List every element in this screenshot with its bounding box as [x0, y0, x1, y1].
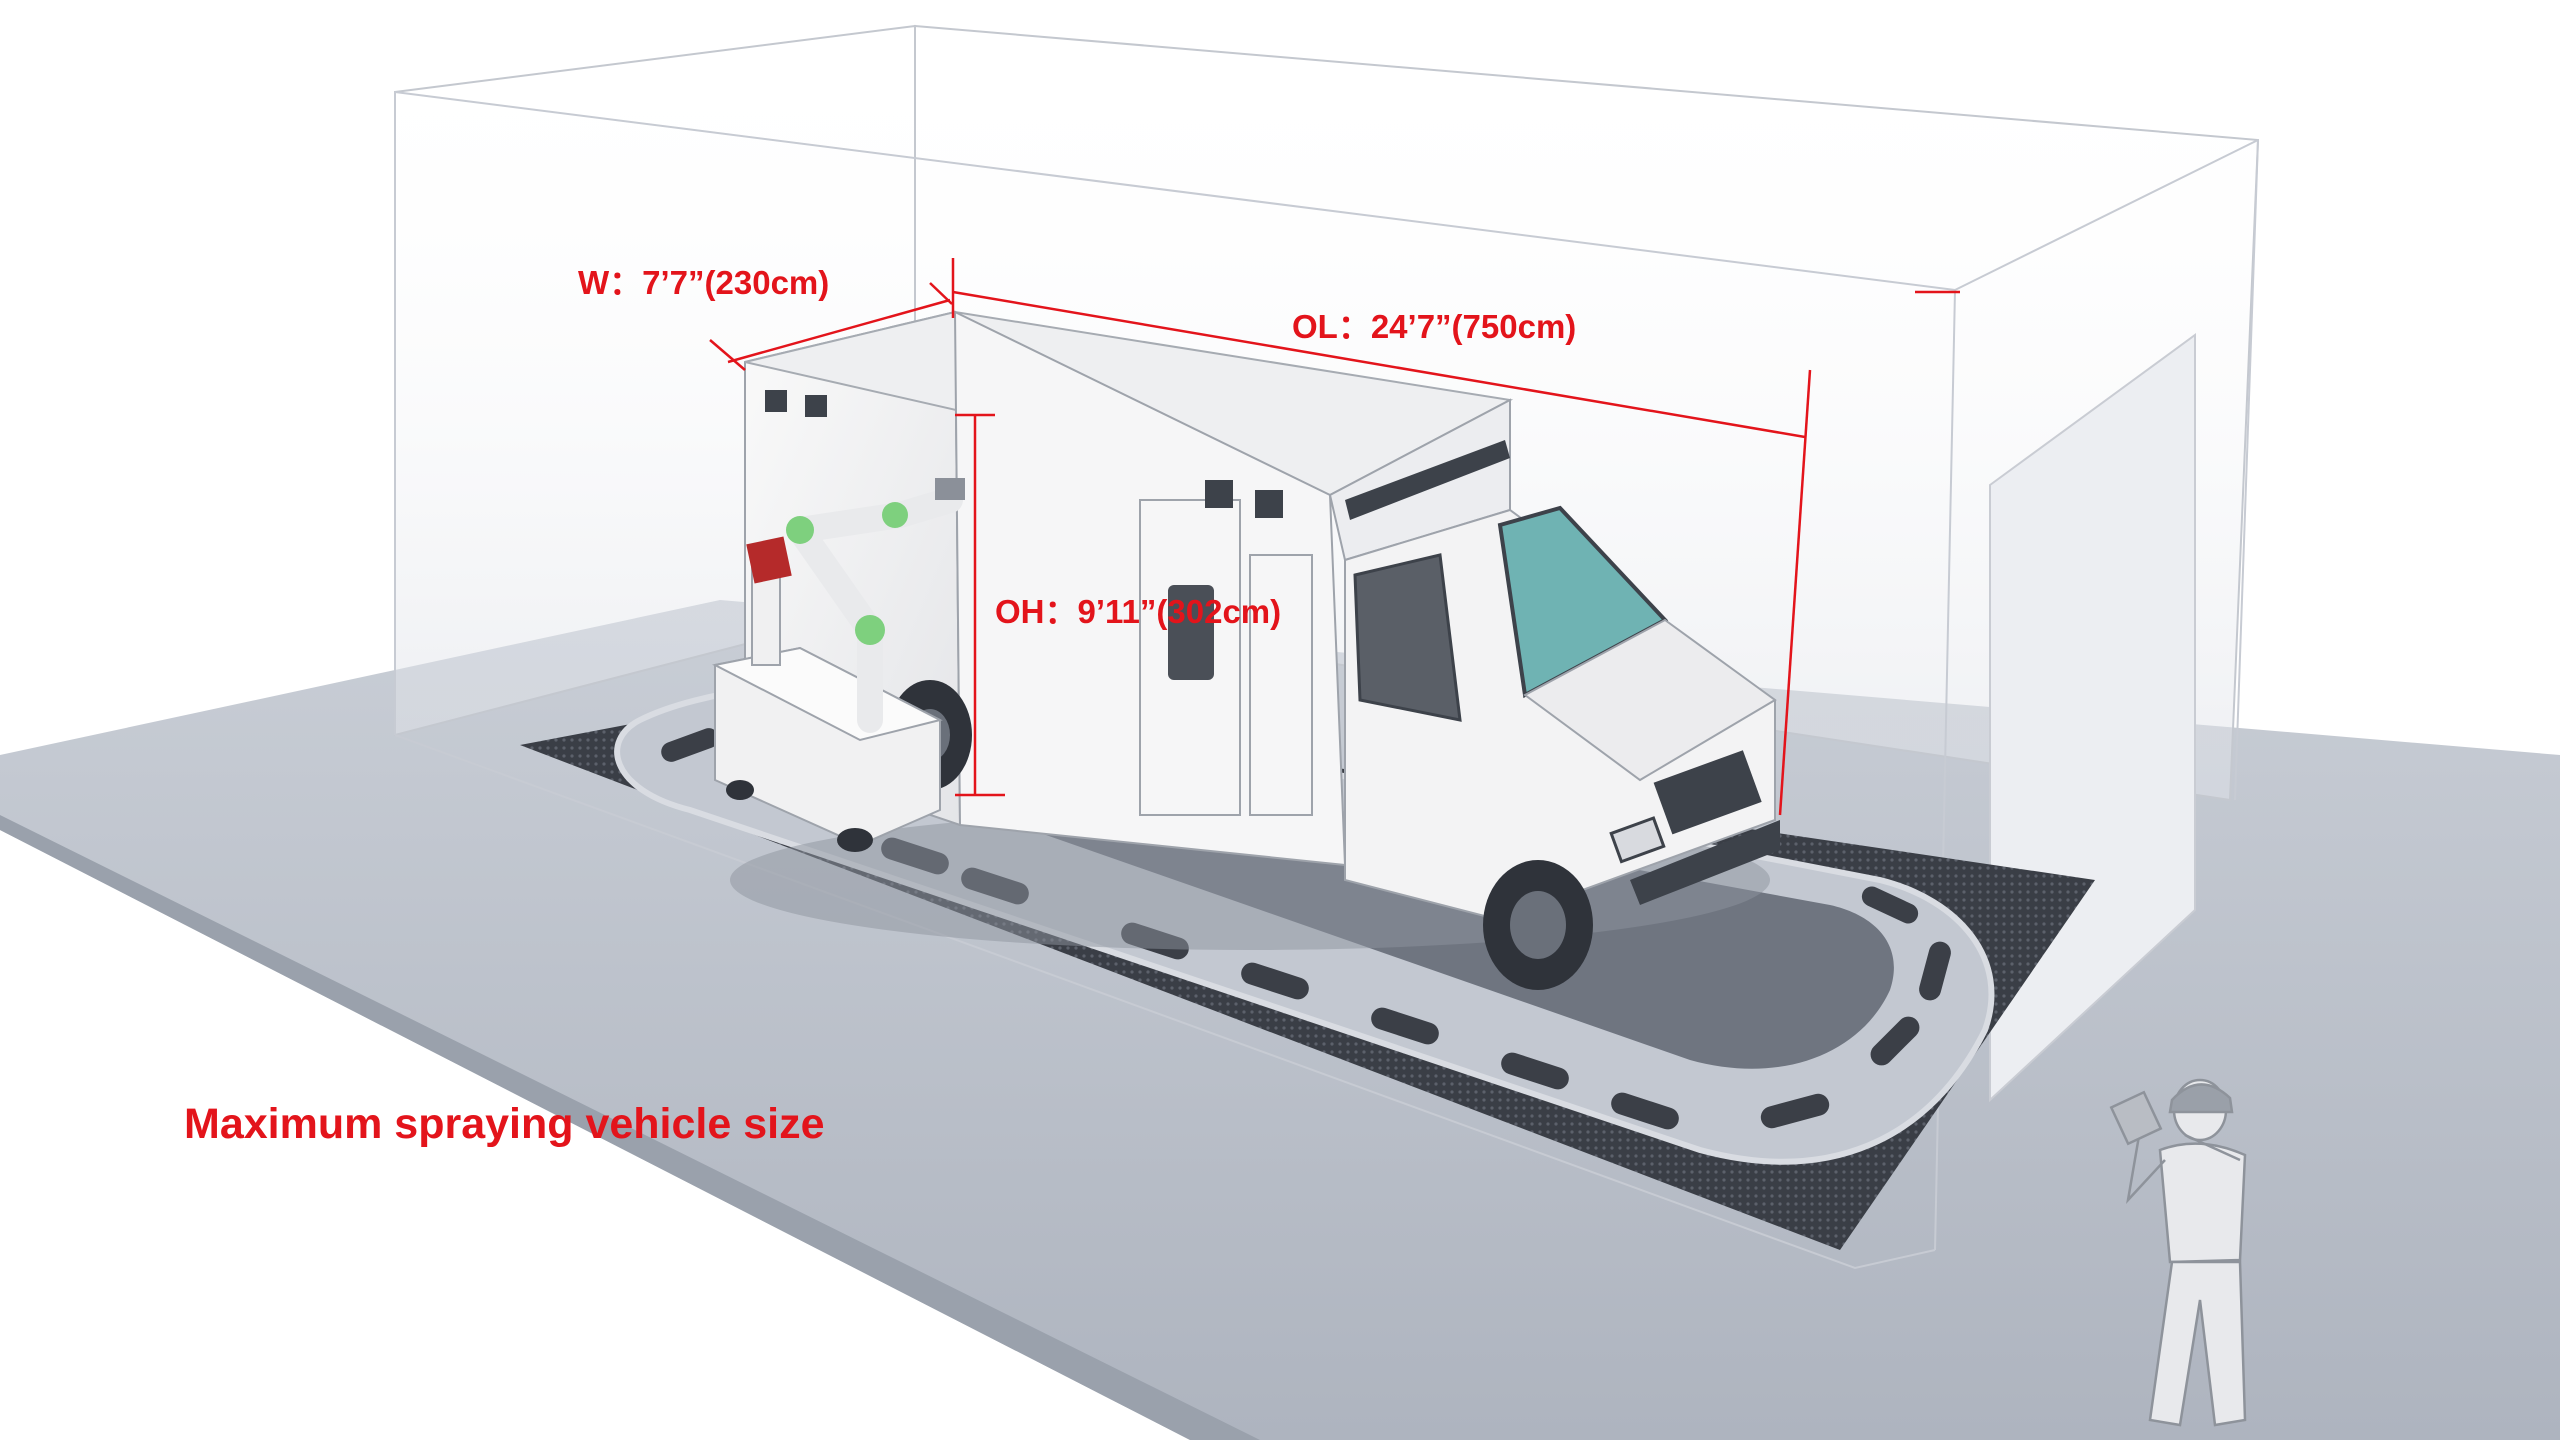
- dimension-lines: [709, 258, 1960, 816]
- floor-front-edge: [0, 815, 1260, 1440]
- cab-hood: [1523, 618, 1777, 782]
- truck-side-window: [1168, 585, 1214, 680]
- length-dimension-line: [952, 290, 1806, 439]
- width-tick-left: [709, 339, 746, 371]
- width-dimension-label: W：7’7”(230cm): [578, 264, 830, 301]
- side-vent-2: [1255, 490, 1283, 518]
- operator-tablet: [2109, 1090, 2163, 1146]
- truck-bumper: [1630, 820, 1780, 905]
- ambulance-box-truck: [730, 310, 1780, 990]
- height-dimension-label: OH：9’11”(302cm): [995, 593, 1282, 630]
- mobile-spray-robot: [712, 478, 965, 852]
- truck-headlight: [1609, 816, 1666, 864]
- vent-right: [805, 395, 827, 417]
- caption-title: Maximum spraying vehicle size: [184, 1100, 825, 1148]
- robot-wheels: [726, 780, 873, 852]
- width-dimension-line: [727, 298, 951, 364]
- operator-legs: [2148, 1260, 2247, 1427]
- robot-joint-3: [882, 502, 908, 528]
- robot-spray-nozzle: [935, 478, 965, 500]
- roof-light-bar: [1345, 440, 1510, 520]
- truck-front-wheel: [1483, 860, 1593, 990]
- truck-grille: [1653, 750, 1762, 835]
- truck-side-door: [1139, 499, 1241, 816]
- operator-helmet: [2168, 1083, 2234, 1114]
- width-tick-right: [929, 282, 953, 305]
- robot-joint-2: [786, 516, 814, 544]
- vent-left: [765, 390, 787, 412]
- operator-torso: [2158, 1142, 2247, 1264]
- person-with-tablet: [2109, 1078, 2247, 1427]
- length-tick-right: [1778, 369, 1812, 816]
- length-dimension-label: OL：24’7”(750cm): [1292, 308, 1577, 345]
- operator-arms: [2126, 1129, 2241, 1204]
- enclosure-back-right-edge: [2234, 139, 2259, 801]
- side-vent-1: [1205, 480, 1233, 508]
- robot-joint-1: [855, 615, 885, 645]
- truck-compartment-door: [1249, 554, 1313, 816]
- robot-paint-can: [746, 536, 792, 584]
- cab-side-window: [1353, 553, 1462, 722]
